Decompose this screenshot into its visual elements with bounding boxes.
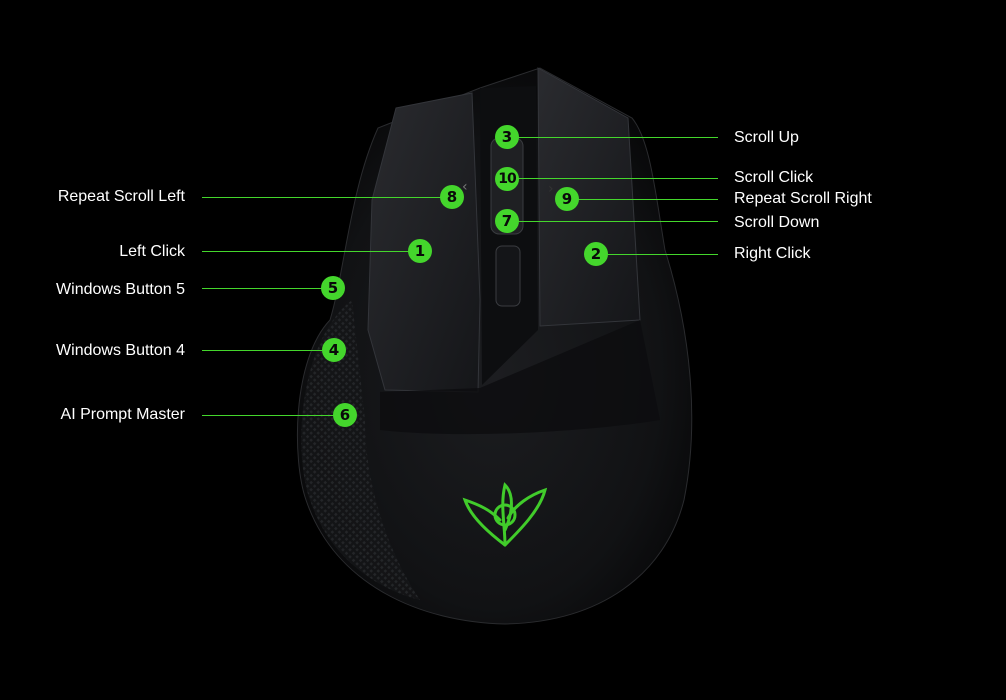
callout-line-2 [596, 254, 718, 255]
badge-9: 9 [555, 187, 579, 211]
label-scroll-click: Scroll Click [734, 169, 814, 186]
callout-line-1 [202, 251, 420, 252]
badge-4: 4 [322, 338, 346, 362]
right-button [537, 67, 641, 327]
side-grip [301, 300, 420, 600]
label-windows-button-5: Windows Button 5 [56, 281, 185, 298]
badge-8: 8 [440, 185, 464, 209]
callout-line-10 [507, 178, 718, 179]
chevron-left-icon: ‹ [462, 179, 468, 195]
callout-line-5 [202, 288, 333, 289]
callout-line-4 [202, 350, 334, 351]
badge-5: 5 [321, 276, 345, 300]
callout-line-3 [507, 137, 718, 138]
label-repeat-scroll-right: Repeat Scroll Right [734, 190, 872, 207]
badge-3: 3 [495, 125, 519, 149]
badge-2: 2 [584, 242, 608, 266]
chevron-right-icon: › [548, 181, 554, 197]
label-left-click: Left Click [119, 243, 185, 260]
badge-10: 10 [495, 167, 519, 191]
badge-1: 1 [408, 239, 432, 263]
badge-6: 6 [333, 403, 357, 427]
callout-line-7 [507, 221, 718, 222]
label-ai-prompt-master: AI Prompt Master [60, 406, 185, 423]
callout-line-9 [567, 199, 718, 200]
label-windows-button-4: Windows Button 4 [56, 342, 185, 359]
badge-7: 7 [495, 209, 519, 233]
palm-ridge [380, 320, 660, 435]
sensitivity-button [495, 245, 521, 307]
label-scroll-down: Scroll Down [734, 214, 820, 231]
callout-line-8 [202, 197, 452, 198]
label-scroll-up: Scroll Up [734, 129, 799, 146]
razer-logo-icon [462, 482, 548, 547]
callout-line-6 [202, 415, 345, 416]
label-repeat-scroll-left: Repeat Scroll Left [57, 188, 185, 205]
label-right-click: Right Click [734, 245, 811, 262]
